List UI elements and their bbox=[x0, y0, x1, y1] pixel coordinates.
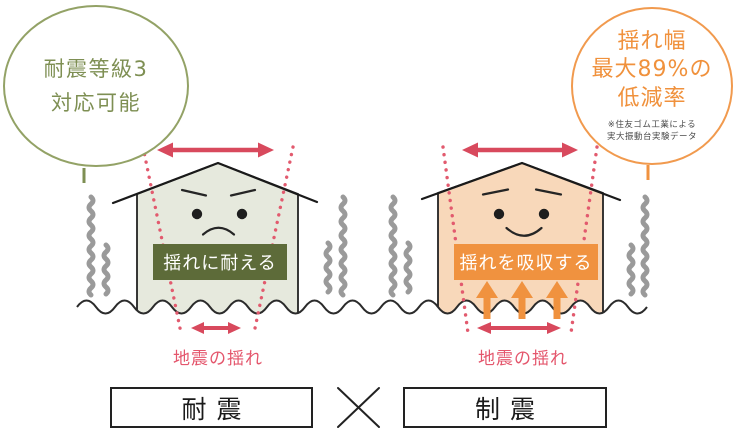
dotted-line bbox=[441, 145, 470, 335]
annotation-line: 耐震等級3 bbox=[43, 56, 149, 81]
left-house-body bbox=[136, 162, 299, 319]
squiggle-icon bbox=[89, 197, 93, 295]
right-eyebrow-icon bbox=[229, 188, 257, 197]
frown-mouth-icon bbox=[201, 226, 236, 236]
sway-dotted-lines bbox=[141, 145, 599, 335]
annotation-footnote: ※住友ゴム工業による 実大振動台実験データ bbox=[607, 119, 697, 145]
left-eye-icon bbox=[191, 208, 203, 220]
ground-wavy-line bbox=[76, 299, 648, 315]
squiggle-icon bbox=[326, 243, 330, 292]
left-eyebrow-icon bbox=[481, 188, 510, 196]
smile-mouth-icon bbox=[505, 226, 543, 237]
dotted-line bbox=[252, 145, 295, 335]
left-eyebrow-icon bbox=[180, 188, 208, 197]
right-house-roof bbox=[420, 161, 622, 202]
left-ground-shake-label: 地震の揺れ bbox=[173, 349, 263, 369]
below-ground-mask bbox=[77, 300, 647, 352]
absorb-shake-badge: 揺れを吸収する bbox=[454, 244, 598, 280]
absorb-up-arrow-icons bbox=[476, 281, 568, 319]
squiggle-icon bbox=[341, 197, 345, 295]
squiggle-icon bbox=[629, 245, 633, 294]
seismic-grade-annotation: 耐震等級3 対応可能 bbox=[3, 5, 189, 167]
squiggle-icon bbox=[406, 243, 410, 292]
endure-shake-badge: 揺れに耐える bbox=[153, 244, 287, 280]
footnote-line: 実大振動台実験データ bbox=[606, 132, 697, 143]
taishin-box: 耐震 bbox=[110, 387, 313, 428]
right-ground-shake-label: 地震の揺れ bbox=[478, 349, 568, 369]
right-ground-motion-arrow-icon bbox=[477, 322, 561, 334]
squiggle-icon bbox=[643, 197, 647, 295]
left-eye-icon bbox=[493, 208, 505, 220]
left-house-angry-face bbox=[180, 188, 257, 236]
cross-icon bbox=[337, 387, 380, 428]
right-eyebrow-icon bbox=[534, 188, 563, 196]
annotation-line: 対応可能 bbox=[51, 91, 141, 115]
dotted-line bbox=[141, 145, 183, 335]
squiggle-icon bbox=[391, 197, 395, 295]
squiggle-icon bbox=[104, 245, 108, 294]
left-house-roof bbox=[111, 161, 319, 205]
right-house-happy-face bbox=[481, 188, 563, 237]
left-top-sway-arrow-icon bbox=[157, 142, 274, 158]
dotted-line bbox=[569, 145, 599, 335]
annotation-line: 最大89%の bbox=[591, 57, 713, 83]
right-top-sway-arrow-icon bbox=[462, 142, 578, 158]
annotation-line: 揺れ幅 bbox=[617, 28, 687, 54]
right-eye-icon bbox=[538, 208, 550, 220]
left-ground-motion-arrow-icon bbox=[191, 322, 241, 334]
footnote-line: ※住友ゴム工業による bbox=[607, 119, 697, 130]
seishin-box: 制震 bbox=[403, 387, 607, 428]
right-eye-icon bbox=[236, 208, 248, 220]
reduction-rate-annotation: 揺れ幅 最大89%の 低減率 ※住友ゴム工業による 実大振動台実験データ bbox=[571, 7, 733, 165]
annotation-line: 低減率 bbox=[617, 86, 687, 112]
